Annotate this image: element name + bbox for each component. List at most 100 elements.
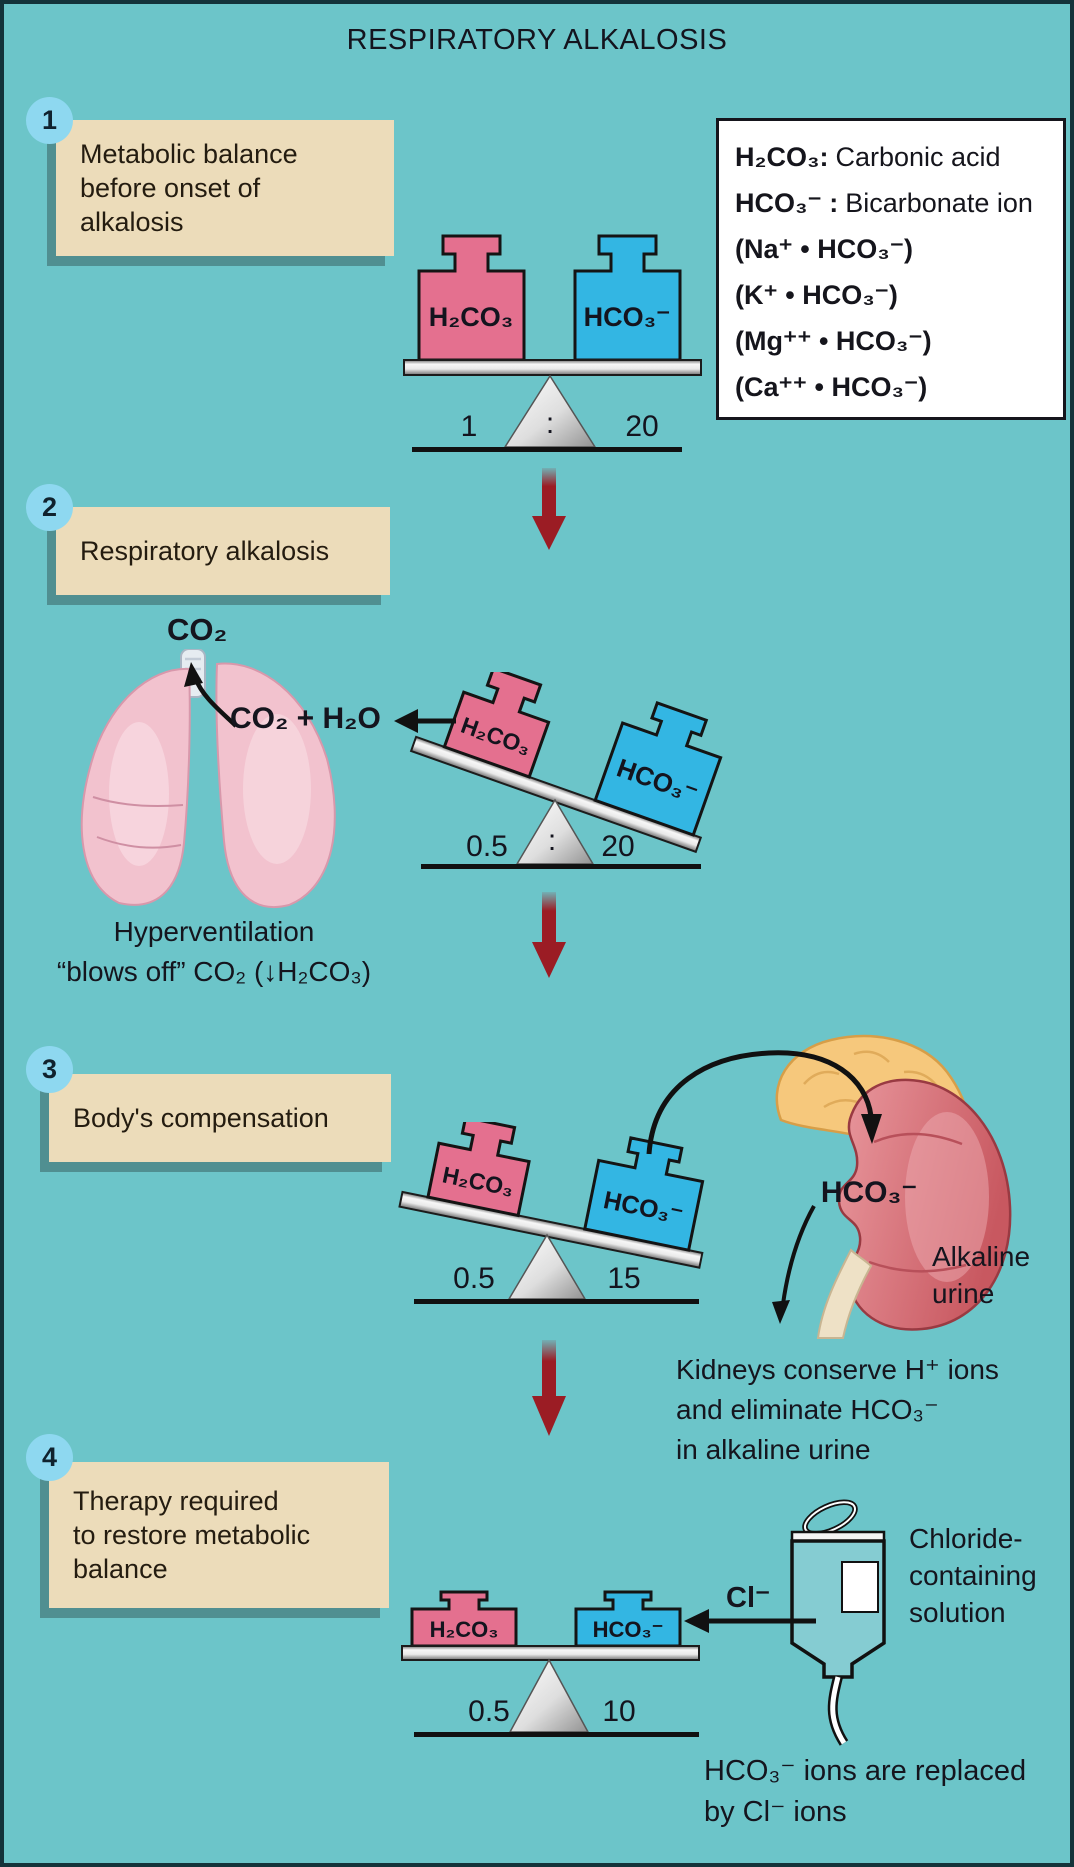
ground-line-3 [414, 1299, 699, 1304]
chloride-caption-line: solution [909, 1597, 1006, 1628]
co2-exhale-arrowhead [184, 662, 203, 687]
ratio-right-4: 10 [602, 1695, 635, 1728]
legend-formula: (Ca⁺⁺ • HCO₃⁻) [735, 372, 928, 402]
ground-line-1 [412, 447, 682, 452]
weight-bicarbonate-4-label: HCO₃⁻ [593, 1617, 664, 1642]
step-4-box: Therapy required to restore metabolic ba… [49, 1462, 389, 1608]
weight-carbonic-acid-2 [442, 672, 551, 779]
ratio-left-4: 0.5 [468, 1695, 510, 1728]
ground-line-4 [414, 1732, 699, 1737]
hyperventilation-caption: Hyperventilation “blows off” CO₂ (↓H₂CO₃… [29, 912, 399, 992]
step-4-number: 4 [41, 1442, 58, 1472]
balance-scale-4: H₂CO₃ HCO₃⁻ 0.5 10 [401, 1590, 700, 1737]
legend-row: (Ca⁺⁺ • HCO₃⁻) [735, 364, 1047, 410]
step-2-line: Respiratory alkalosis [80, 536, 330, 566]
legend-formula: H₂CO₃: [735, 142, 829, 172]
kidneys-caption-line: and eliminate HCO₃⁻ [676, 1394, 939, 1425]
chloride-caption-line: Chloride- [909, 1523, 1023, 1554]
fulcrum-3 [507, 1233, 587, 1300]
kidney-lobe-lines [868, 1132, 967, 1273]
legend-formula: HCO₃⁻ : [735, 188, 839, 218]
ratio-separator-2: : [548, 824, 556, 857]
kidneys-caption-line: Kidneys conserve H⁺ ions [676, 1354, 999, 1385]
legend-desc: Bicarbonate ion [845, 188, 1033, 218]
alkaline-urine-line: Alkaline [932, 1241, 1031, 1272]
down-arrow-icon [532, 892, 566, 978]
legend-formula: (K⁺ • HCO₃⁻) [735, 280, 898, 310]
ratio-separator-1: : [546, 407, 554, 440]
step-4-line: Therapy required [73, 1486, 279, 1516]
legend-row: (K⁺ • HCO₃⁻) [735, 272, 1047, 318]
co2-h2o-label: CO₂ + H₂O [230, 702, 381, 735]
cl-label: Cl⁻ [726, 1582, 771, 1614]
co2-label: CO₂ [167, 612, 228, 647]
ratio-left-3: 0.5 [453, 1262, 495, 1295]
weight-bicarbonate-2 [593, 700, 723, 837]
chloride-caption: Chloride- containing solution [909, 1520, 1037, 1631]
step-2-box: Respiratory alkalosis [56, 507, 390, 595]
replaced-caption: HCO₃⁻ ions are replaced by Cl⁻ ions [704, 1751, 1026, 1833]
kidneys-caption: Kidneys conserve H⁺ ions and eliminate H… [676, 1350, 999, 1470]
right-lung-highlight [243, 714, 311, 864]
weight-carbonic-acid-3 [426, 1122, 531, 1218]
ratio-right-2: 20 [601, 830, 634, 863]
legend-row: (Na⁺ • HCO₃⁻) [735, 226, 1047, 272]
replaced-caption-line: HCO₃⁻ ions are replaced [704, 1755, 1027, 1787]
step-1-number: 1 [41, 105, 58, 135]
down-arrow-icon [532, 468, 566, 550]
step-1-badge: 1 [26, 97, 73, 144]
kidneys-caption-line: in alkaline urine [676, 1434, 871, 1465]
step-1-line: alkalosis [80, 207, 184, 237]
weight-bicarbonate-3 [582, 1136, 705, 1252]
ratio-right-3: 15 [607, 1262, 640, 1295]
page-title: RESPIRATORY ALKALOSIS [346, 24, 728, 56]
hyperventilation-line: Hyperventilation [113, 916, 315, 947]
legend-row: HCO₃⁻ :Bicarbonate ion [735, 180, 1047, 226]
beam-assembly-3: H₂CO₃ HCO₃⁻ [398, 1122, 705, 1269]
left-lung-fissures [92, 796, 184, 849]
step-4-badge: 4 [26, 1434, 73, 1481]
weight-carbonic-acid-1-label: H₂CO₃ [429, 302, 513, 332]
alkaline-urine-line: urine [932, 1278, 995, 1309]
legend-row: H₂CO₃:Carbonic acid [735, 134, 1047, 180]
beam-3 [398, 1190, 704, 1269]
ureter [816, 1248, 873, 1339]
hyperventilation-line: “blows off” CO₂ (↓H₂CO₃) [56, 956, 372, 987]
weight-bicarbonate-1-label: HCO₃⁻ [584, 302, 671, 332]
ground-line-2 [421, 864, 701, 869]
legend-box: H₂CO₃:Carbonic acid HCO₃⁻ :Bicarbonate i… [716, 118, 1066, 420]
alkaline-urine-label: Alkaline urine [932, 1238, 1030, 1312]
balance-scale-3: H₂CO₃ HCO₃⁻ 0.5 15 [398, 1122, 705, 1304]
ratio-right-1: 20 [625, 410, 658, 443]
iv-bottle-illustration [790, 1499, 886, 1746]
legend-formula: (Mg⁺⁺ • HCO₃⁻) [735, 326, 932, 356]
step-3-line: Body's compensation [73, 1103, 329, 1133]
weight-carbonic-acid-4-label: H₂CO₃ [430, 1617, 499, 1642]
replaced-caption-line: by Cl⁻ ions [704, 1796, 847, 1828]
urine-flow-arrowhead [772, 1300, 790, 1324]
beam-assembly-2: H₂CO₃ HCO₃⁻ [409, 672, 723, 854]
step-2-number: 2 [41, 492, 58, 522]
step-3-box: Body's compensation [49, 1074, 391, 1162]
urine-flow-arrow [781, 1205, 816, 1305]
bottle-tube [830, 1676, 847, 1745]
balance-scale-1: H₂CO₃ HCO₃⁻ 1 : 20 [403, 234, 702, 452]
lungs-illustration [80, 649, 336, 908]
step-2-badge: 2 [26, 484, 73, 531]
kidney-hco3-label: HCO₃⁻ [821, 1176, 917, 1209]
kidney-highlight [905, 1112, 989, 1282]
fulcrum-4 [508, 1658, 590, 1733]
balance-scale-2: H₂CO₃ HCO₃⁻ 0.5 : 20 [409, 672, 723, 869]
legend-desc: Carbonic acid [835, 142, 1001, 172]
step-3-number: 3 [41, 1054, 58, 1084]
bottle-hanger-loop-inner [804, 1501, 856, 1535]
down-arrow-icon [532, 1340, 566, 1436]
chloride-caption-line: containing [909, 1560, 1037, 1591]
step-1-box: Metabolic balance before onset of alkalo… [56, 120, 394, 256]
legend-row: (Mg⁺⁺ • HCO₃⁻) [735, 318, 1047, 364]
bottle-label [841, 1561, 879, 1613]
step-4-line: balance [73, 1554, 168, 1584]
beam-1 [403, 359, 702, 376]
left-lung-highlight [109, 722, 169, 866]
